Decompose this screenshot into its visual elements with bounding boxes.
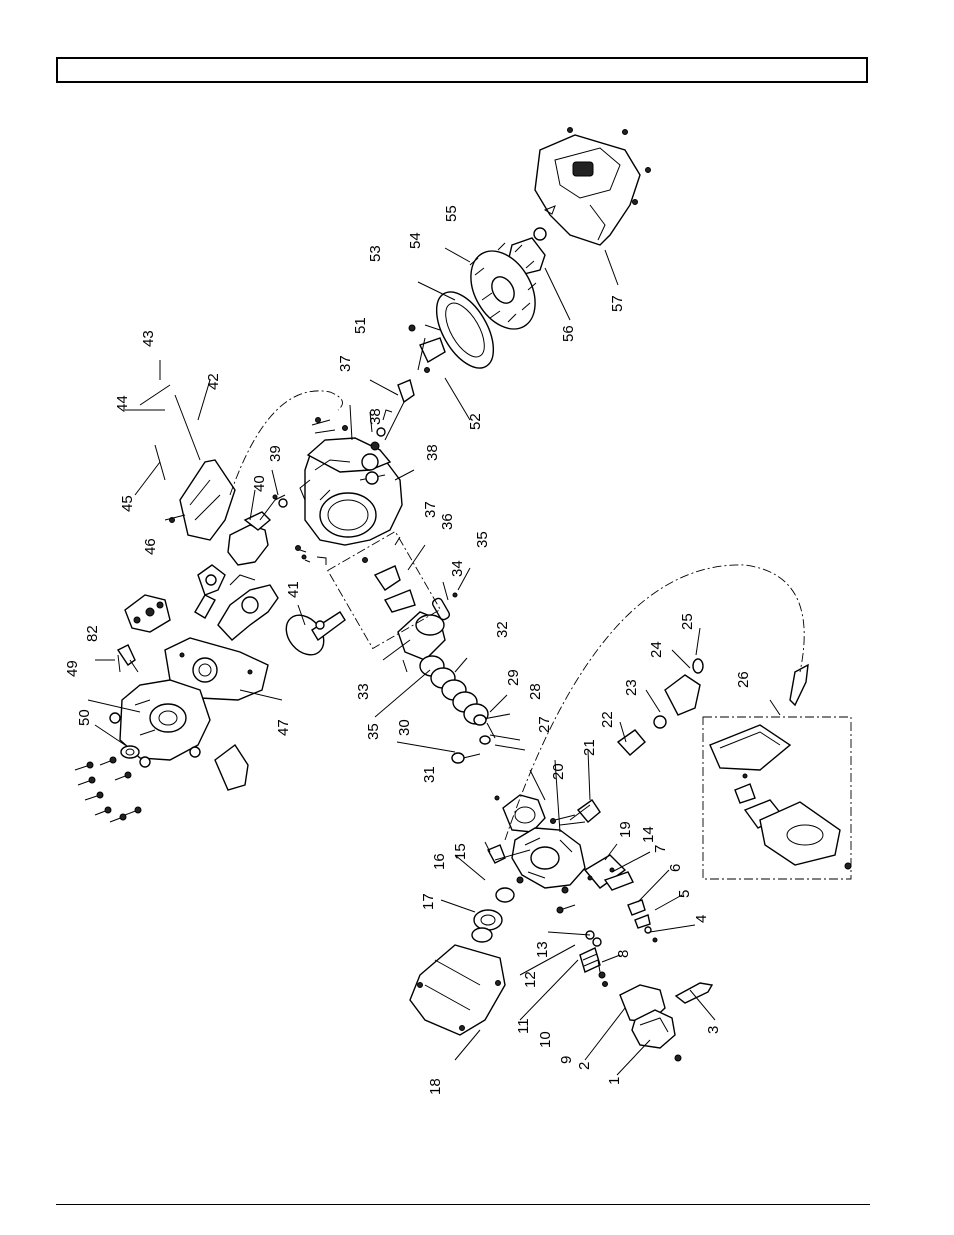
callout-38a: 38 <box>424 444 441 461</box>
callout-49: 49 <box>64 660 81 677</box>
callout-39: 39 <box>267 445 284 462</box>
callout-36: 36 <box>439 513 456 530</box>
crankshaft <box>218 575 278 640</box>
camshaft <box>279 608 345 662</box>
piston <box>398 612 445 660</box>
governor-gear <box>125 595 170 632</box>
callout-25: 25 <box>679 613 696 630</box>
valve-cover <box>620 983 712 1061</box>
callout-52: 52 <box>467 413 484 430</box>
dipstick <box>118 645 138 672</box>
callout-5: 5 <box>676 890 693 898</box>
air-cleaner-assembly <box>703 717 851 879</box>
callout-51: 51 <box>352 317 369 334</box>
callout-24: 24 <box>648 641 665 658</box>
callout-31: 31 <box>421 766 438 783</box>
callout-16: 16 <box>431 853 448 870</box>
callout-29: 29 <box>505 669 522 686</box>
callout-32: 32 <box>494 621 511 638</box>
callout-53: 53 <box>367 245 384 262</box>
callout-37a: 37 <box>422 501 439 518</box>
callout-17: 17 <box>420 893 437 910</box>
head-gasket <box>495 795 545 832</box>
callout-35a: 35 <box>474 531 491 548</box>
callout-43: 43 <box>140 330 157 347</box>
callout-22: 22 <box>599 711 616 728</box>
cylinder-head <box>512 828 585 893</box>
callout-13: 13 <box>534 941 551 958</box>
callout-9: 9 <box>558 1056 575 1064</box>
callout-26: 26 <box>735 671 752 688</box>
control-bracket <box>140 385 235 540</box>
callout-8: 8 <box>615 950 632 958</box>
callout-27: 27 <box>536 716 553 733</box>
callout-56: 56 <box>560 325 577 342</box>
callout-41: 41 <box>285 581 302 598</box>
callout-46: 46 <box>142 538 159 555</box>
callout-15: 15 <box>452 843 469 860</box>
callout-44: 44 <box>114 395 131 412</box>
crankcase-bolts <box>75 757 141 822</box>
callout-3: 3 <box>705 1026 722 1034</box>
callout-28: 28 <box>527 683 544 700</box>
callout-20: 20 <box>550 763 567 780</box>
callout-55: 55 <box>443 205 460 222</box>
muffler <box>410 945 505 1035</box>
callout-23: 23 <box>623 679 640 696</box>
callout-50: 50 <box>76 709 93 726</box>
ignition-coil <box>385 325 445 440</box>
connecting-rod <box>195 565 225 618</box>
rocker-parts <box>580 900 657 987</box>
piston-rings <box>420 656 488 724</box>
callout-37b: 37 <box>337 355 354 372</box>
callout-30: 30 <box>396 719 413 736</box>
callout-14: 14 <box>640 826 657 843</box>
callout-42: 42 <box>205 373 222 390</box>
callout-10: 10 <box>537 1031 554 1048</box>
callout-21: 21 <box>581 739 598 756</box>
footer-rule <box>56 1204 870 1205</box>
callout-82: 82 <box>84 625 101 642</box>
callout-6: 6 <box>667 864 684 872</box>
callout-1: 1 <box>606 1077 623 1085</box>
dash-leader-right <box>505 565 804 840</box>
breather <box>585 855 633 890</box>
callout-57: 57 <box>609 295 626 312</box>
callout-12: 12 <box>522 971 539 988</box>
callout-34: 34 <box>449 560 466 577</box>
callout-38b: 38 <box>367 408 384 425</box>
callout-4: 4 <box>693 915 710 923</box>
valves <box>452 714 525 763</box>
callout-47: 47 <box>275 719 292 736</box>
callout-33: 33 <box>355 683 372 700</box>
callout-35b: 35 <box>365 723 382 740</box>
recoil-starter-housing <box>535 128 651 246</box>
callout-40: 40 <box>251 475 268 492</box>
callout-7: 7 <box>652 845 669 853</box>
callout-45: 45 <box>119 495 136 512</box>
exhaust-gasket <box>472 888 514 942</box>
callout-11: 11 <box>515 1018 532 1034</box>
callout-54: 54 <box>407 232 424 249</box>
oil-seal <box>121 746 139 758</box>
callout-2: 2 <box>576 1062 593 1070</box>
callout-18: 18 <box>427 1078 444 1095</box>
callout-19: 19 <box>617 821 634 838</box>
oil-drain-guard <box>215 745 248 790</box>
